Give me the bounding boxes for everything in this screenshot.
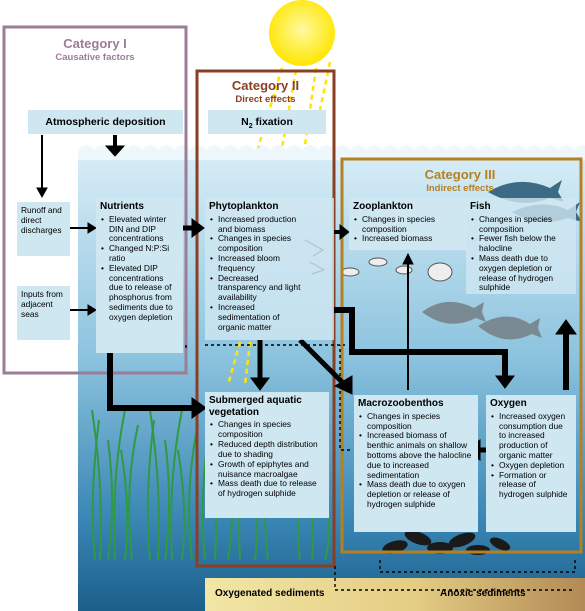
category2-title: Category II [231,78,300,93]
atmospheric-deposition-box: Atmospheric deposition [28,110,183,134]
inputs-box: Inputs from adjacent seas [17,286,70,340]
category1-subtitle: Causative factors [55,52,135,63]
category3-title: Category III [424,167,496,182]
sun-icon [269,0,335,66]
oxygenated-sediments-label: Oxygenated sediments [215,588,325,599]
fish-title: Fish [470,201,491,212]
phytoplankton-box: Phytoplankton Increased production and b… [205,198,334,340]
list-item: Changes in species composition [359,411,474,432]
n2-prefix: N [241,116,249,128]
category1-frame [2,25,188,375]
sediment-layer [205,578,585,611]
list-item: Changed N:P:Si ratio [101,243,179,264]
list-item: Increased bloom frequency [210,253,306,274]
phytoplankton-title: Phytoplankton [209,201,279,212]
category3-frame [340,157,583,554]
n2-fixation-box: N2 fixation [208,110,326,134]
oxygen-list: Increased oxygen consumption due to incr… [490,411,572,500]
list-item: Elevated DIP concentrations due to relea… [101,263,179,323]
phytoplankton-list: Increased production and biomass Changes… [209,214,306,333]
list-item: Elevated winter DIN and DIP concentratio… [101,214,179,244]
list-item: Increased biomass [354,234,463,244]
runoff-box: Runoff and direct discharges [17,202,70,256]
nutrients-box: Nutrients Elevated winter DIN and DIP co… [96,198,183,353]
macrozoobenthos-title: Macrozoobenthos [358,398,444,409]
list-item: Increased sedimentation of organic matte… [210,302,306,332]
list-item: Mass death due to oxygen depletion or re… [471,253,572,293]
nutrients-title: Nutrients [100,201,144,212]
macrozoobenthos-box: Macrozoobenthos Changes in species compo… [354,395,478,532]
feedback-lines [185,344,576,591]
anoxic-sediments-label: Anoxic sediments [440,588,526,599]
vegetation-title: Submerged aquatic vegetation [209,395,302,418]
zooplankton-title: Zooplankton [353,201,413,212]
n2-suffix: fixation [252,116,293,128]
list-item: Mass death due to oxygen depletion or re… [359,479,474,509]
list-item: Decreased transparency and light availab… [210,273,306,303]
zooplankton-list: Changes in species composition Increased… [353,214,463,244]
category1-title: Category I [63,36,127,51]
vegetation-list: Changes in species composition Reduced d… [209,420,325,499]
list-item: Oxygen depletion [491,460,572,471]
water-surface [78,145,585,160]
category3-subtitle: Indirect effects [426,183,494,194]
list-item: Changes in species composition [354,214,463,235]
flow-arrows [36,135,577,461]
list-item: Growth of epiphytes and nuisance macroal… [210,459,325,480]
fish-list: Changes in species composition Fewer fis… [470,214,572,294]
oxygen-box: Oxygen Increased oxygen consumption due … [486,395,576,532]
list-item: Changes in species composition [210,234,306,254]
list-item: Formation or release of hydrogen sulphid… [491,470,572,500]
category2-frame [195,69,336,568]
category2-subtitle: Direct effects [235,94,296,105]
macrozoobenthos-list: Changes in species composition Increased… [358,411,474,510]
list-item: Increased oxygen consumption due to incr… [491,411,572,461]
fish-box: Fish Changes in species composition Fewe… [466,198,576,294]
zooplankton-box: Zooplankton Changes in species compositi… [349,198,467,250]
list-item: Increased production and biomass [210,214,306,235]
list-item: Mass death due to release of hydrogen su… [210,479,325,499]
list-item: Fewer fish below the halocline [471,234,572,254]
list-item: Changes in species composition [210,420,325,440]
list-item: Increased biomass of benthic animals on … [359,430,474,480]
vegetation-box: Submerged aquatic vegetation Changes in … [205,392,329,518]
list-item: Reduced depth distribution due to shadin… [210,439,325,460]
list-item: Changes in species composition [471,214,572,235]
oxygen-title: Oxygen [490,398,527,409]
zooplankton-icon [340,257,453,282]
n2-subscript: 2 [248,123,253,131]
nutrients-list: Elevated winter DIN and DIP concentratio… [100,214,179,323]
